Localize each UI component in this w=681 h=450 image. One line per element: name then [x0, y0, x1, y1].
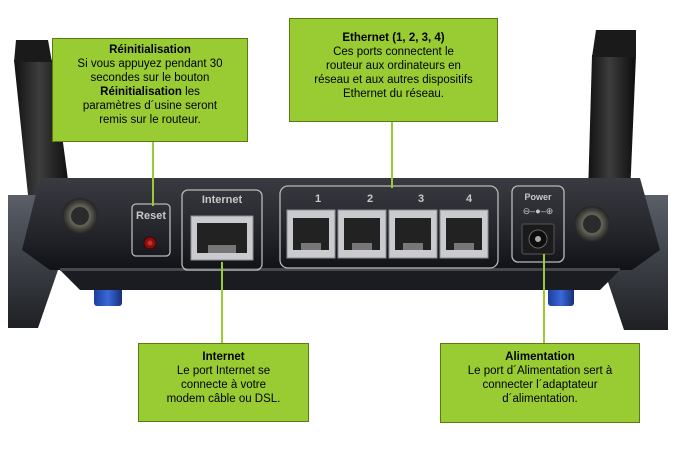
- ethernet-ports-outline: [279, 185, 499, 269]
- ethernet-callout: Ethernet (1, 2, 3, 4) Ces ports connecte…: [289, 18, 498, 122]
- internet-callout-line1: Le port Internet se: [176, 365, 271, 377]
- internet-callout: Internet Le port Internet se connecte à …: [138, 343, 309, 422]
- internet-port-label: Internet: [201, 194, 243, 206]
- power-callout-title: Alimentation: [505, 351, 575, 363]
- power-callout-line2: connecter l´adaptateur: [482, 379, 598, 391]
- ethernet-port-2[interactable]: [337, 209, 387, 259]
- ethernet-port-4[interactable]: [439, 209, 489, 259]
- right-antenna: [588, 30, 636, 195]
- reset-callout-bold: Réinitialisation: [100, 86, 182, 98]
- reset-label: Reset: [136, 210, 166, 222]
- reset-callout-line3: paramètres d´usine seront: [82, 100, 218, 112]
- power-callout-line3: d´alimentation.: [502, 393, 578, 405]
- power-callout: Alimentation Le port d´Alimentation sert…: [440, 343, 640, 423]
- ethernet-callout-line3: réseau et aux autres dispositifs: [314, 74, 473, 86]
- reset-callout-title: Réinitialisation: [109, 44, 191, 56]
- internet-connector: [221, 262, 223, 344]
- internet-callout-line2: connecte à votre: [180, 379, 267, 391]
- reset-callout-line2b: Réinitialisation les: [59, 85, 241, 99]
- ethernet-port-1[interactable]: [286, 209, 336, 259]
- ethernet-callout-line4: Ethernet du réseau.: [342, 88, 444, 100]
- ethernet-connector: [391, 122, 393, 188]
- reset-connector: [152, 142, 154, 206]
- port-number-2: 2: [366, 193, 374, 205]
- power-connector: [543, 254, 545, 344]
- power-label: Power: [524, 192, 552, 202]
- internet-callout-title: Internet: [202, 351, 245, 363]
- ethernet-ports: [286, 209, 489, 259]
- reset-outline: [131, 203, 171, 257]
- internet-callout-line3: modem câble ou DSL.: [166, 393, 281, 405]
- port-number-1: 1: [314, 193, 322, 205]
- port-number-3: 3: [417, 193, 425, 205]
- reset-callout: Réinitialisation Si vous appuyez pendant…: [52, 38, 248, 142]
- port-number-4: 4: [465, 193, 473, 205]
- reset-callout-line2: secondes sur le bouton: [90, 72, 210, 84]
- reset-callout-line4: remis sur le routeur.: [99, 114, 201, 126]
- ethernet-port-3[interactable]: [388, 209, 438, 259]
- power-jack[interactable]: [521, 223, 555, 255]
- power-outline: [511, 185, 565, 263]
- reset-callout-line1: Si vous appuyez pendant 30: [77, 58, 223, 70]
- internet-port[interactable]: [190, 215, 254, 261]
- power-callout-line1: Le port d´Alimentation sert à: [467, 365, 613, 377]
- ethernet-callout-title: Ethernet (1, 2, 3, 4): [342, 32, 445, 44]
- ethernet-callout-line2: routeur aux ordinateurs en: [326, 60, 461, 72]
- power-polarity-symbol: ⊖–●–⊕: [522, 206, 554, 216]
- reset-callout-rest: les: [181, 86, 200, 98]
- ethernet-callout-line1: Ces ports connectent le: [333, 46, 454, 58]
